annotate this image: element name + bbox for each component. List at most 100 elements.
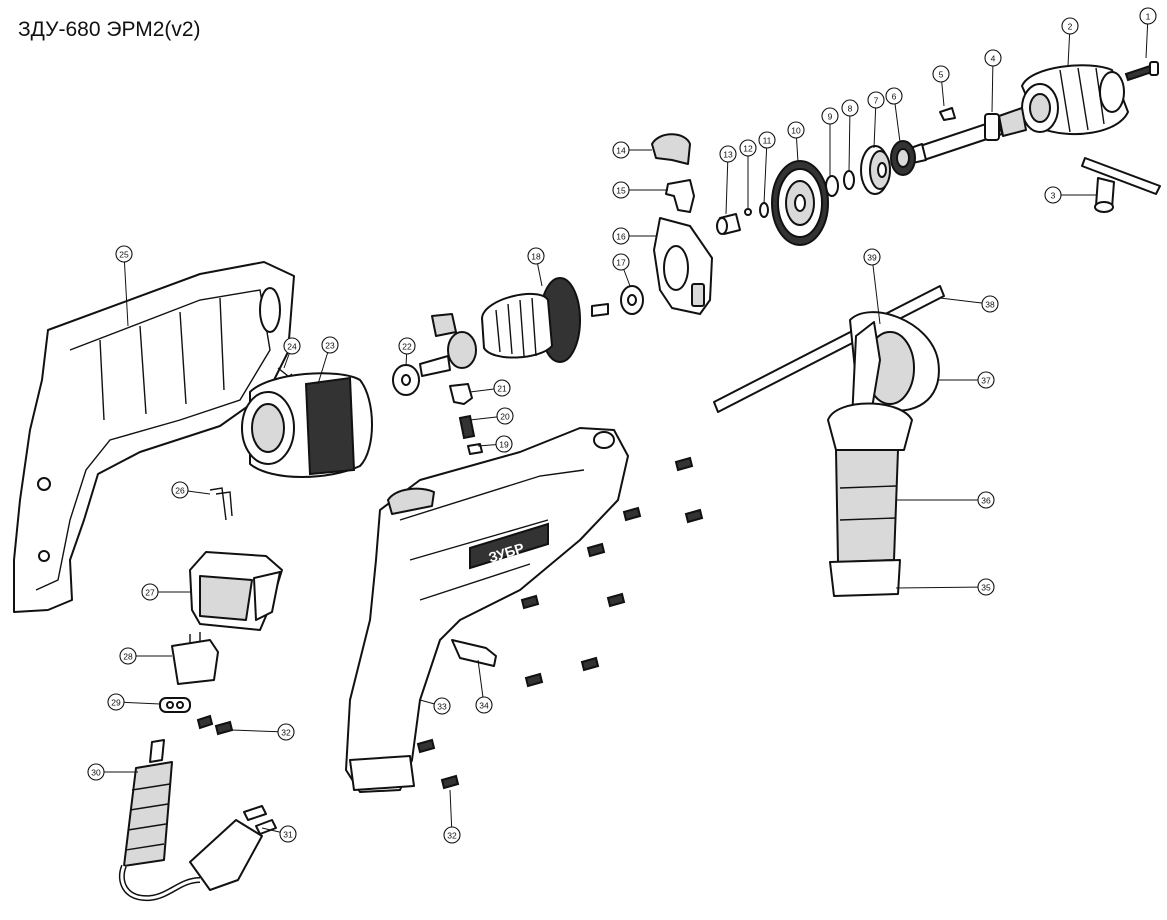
callout-5: 5: [932, 65, 950, 83]
callout-15: 15: [612, 181, 630, 199]
callout-number: 18: [531, 252, 541, 262]
callout-36: 36: [977, 491, 995, 509]
callout-32: 32: [277, 723, 295, 741]
part-spindle: [904, 107, 1027, 165]
callout-8: 8: [841, 99, 859, 117]
part-needle-bearing: [716, 213, 741, 235]
callout-number: 29: [111, 698, 121, 708]
callout-number: 20: [500, 412, 510, 422]
callout-13: 13: [719, 145, 737, 163]
leader-line: [231, 729, 287, 733]
leader-line: [871, 256, 881, 325]
callout-9: 9: [821, 107, 839, 125]
part-brush-holder: [449, 383, 473, 405]
callout-labels: 1234567891011121314151617181920212223242…: [87, 7, 1157, 844]
callout-33: 33: [433, 697, 451, 715]
callout-number: 25: [119, 250, 129, 260]
part-shift-lever: [651, 133, 691, 165]
leader-line: [848, 107, 851, 173]
callout-number: 37: [981, 376, 991, 386]
part-bearing-22: [392, 364, 420, 396]
callout-number: 35: [981, 583, 991, 593]
callout-12: 12: [739, 139, 757, 157]
callout-number: 34: [479, 701, 489, 711]
callout-14: 14: [612, 141, 630, 159]
callout-number: 9: [828, 112, 833, 122]
callout-number: 31: [283, 830, 293, 840]
callout-25: 25: [115, 245, 133, 263]
callout-16: 16: [612, 227, 630, 245]
part-washer-17: [620, 285, 644, 315]
callout-number: 11: [763, 136, 772, 146]
callout-10: 10: [787, 121, 805, 139]
callout-number: 1: [1146, 12, 1151, 22]
callout-number: 33: [437, 702, 447, 712]
callout-22: 22: [398, 337, 416, 355]
callout-number: 10: [791, 126, 801, 136]
part-wire-clamp: [209, 487, 233, 521]
callout-18: 18: [527, 247, 545, 265]
callout-19: 19: [495, 435, 513, 453]
part-key: [939, 107, 956, 121]
part-gear-housing: [653, 217, 713, 315]
callout-number: 27: [145, 588, 155, 598]
callout-34: 34: [475, 696, 493, 714]
diagram-title: ЗДУ-680 ЭРМ2(v2): [18, 18, 201, 41]
part-large-gear: [771, 160, 829, 246]
callout-7: 7: [867, 91, 885, 109]
part-chuck-key: [1081, 157, 1161, 213]
part-brush-cap: [431, 313, 457, 337]
callout-number: 6: [892, 92, 897, 102]
part-label-plate: [451, 639, 497, 667]
callout-38: 38: [981, 295, 999, 313]
callout-39: 39: [863, 248, 881, 266]
callout-6: 6: [885, 87, 903, 105]
callout-3: 3: [1044, 186, 1062, 204]
callout-4: 4: [984, 49, 1002, 67]
part-bearing-7: [860, 145, 891, 195]
callout-31: 31: [279, 825, 297, 843]
leader-line: [123, 253, 129, 327]
part-power-cord: [118, 805, 277, 902]
part-circlip: [759, 202, 769, 218]
callout-number: 21: [497, 384, 507, 394]
part-stator: [241, 372, 373, 478]
callout-37: 37: [977, 371, 995, 389]
callout-29: 29: [107, 693, 125, 711]
callout-number: 39: [867, 253, 877, 263]
callout-number: 12: [743, 144, 753, 154]
callout-number: 17: [616, 258, 626, 268]
part-switch: [189, 551, 283, 631]
callout-20: 20: [496, 407, 514, 425]
callout-number: 14: [616, 146, 626, 156]
leader-line: [725, 153, 729, 215]
callout-11: 11: [758, 131, 776, 149]
callout-number: 19: [499, 440, 509, 450]
part-screws: [416, 456, 704, 790]
callout-number: 7: [874, 96, 879, 106]
part-ball: [744, 208, 752, 216]
part-side-handle: [713, 285, 945, 597]
callout-number: 23: [325, 341, 335, 351]
callout-26: 26: [171, 481, 189, 499]
callout-number: 2: [1068, 22, 1073, 32]
part-screw-1: [1124, 61, 1159, 82]
callout-number: 38: [985, 300, 995, 310]
callout-28: 28: [119, 647, 137, 665]
callout-35: 35: [977, 578, 995, 596]
part-housing-half: [13, 261, 295, 613]
part-capacitor: [171, 632, 219, 685]
callout-number: 28: [123, 652, 133, 662]
callout-number: 4: [991, 54, 996, 64]
callout-number: 15: [616, 186, 626, 196]
callout-number: 5: [939, 70, 944, 80]
leader-line: [991, 57, 994, 113]
callout-1: 1: [1139, 7, 1157, 25]
part-shift-plate: [665, 179, 695, 213]
part-chuck: [1021, 64, 1129, 136]
part-brush-spring: [467, 443, 483, 455]
callout-number: 32: [447, 831, 457, 841]
callout-number: 22: [402, 342, 412, 352]
callout-32: 32: [443, 826, 461, 844]
